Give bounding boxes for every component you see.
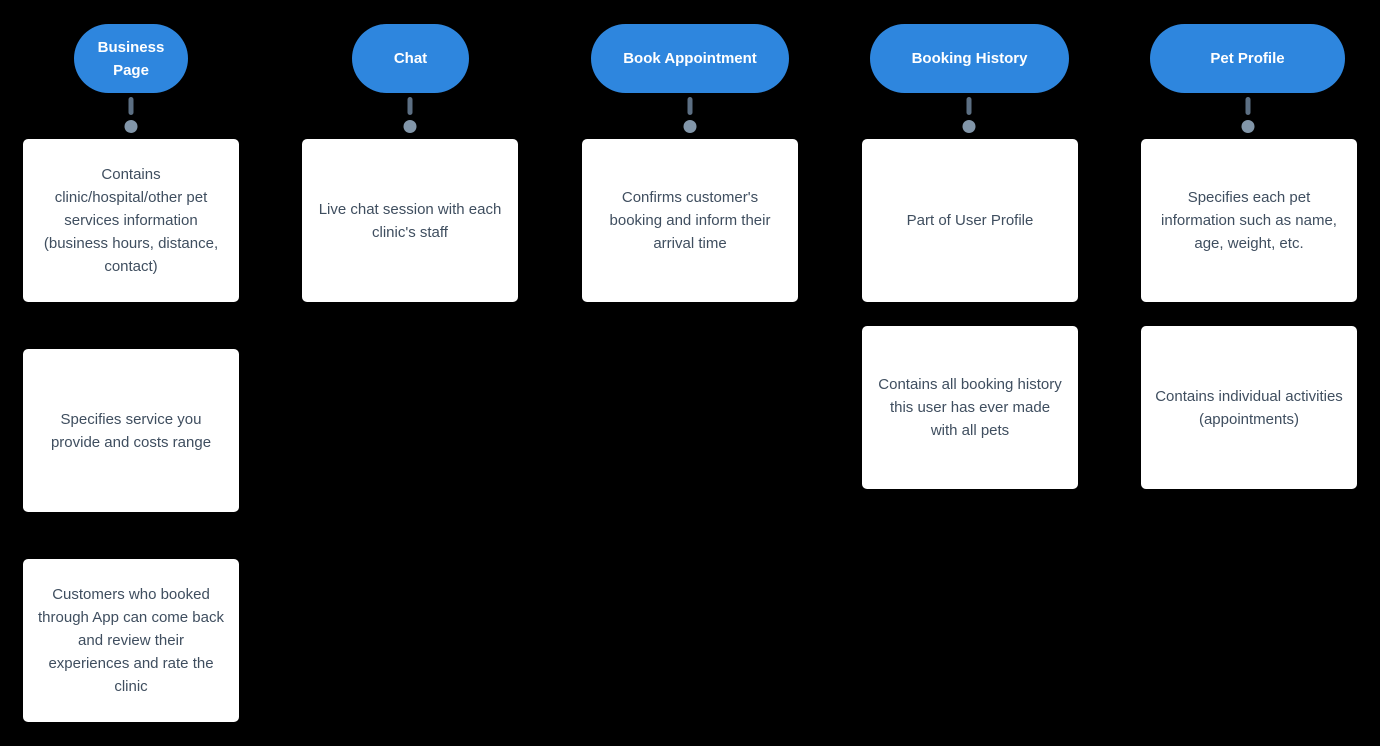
card-pet-profile-info[interactable]: Specifies each pet information such as n… — [1141, 139, 1357, 302]
connector-dot — [962, 120, 976, 133]
card-business-page-services[interactable]: Specifies service you provide and costs … — [23, 349, 239, 512]
node-booking-history[interactable]: Booking History — [870, 24, 1069, 93]
card-book-appointment-confirm[interactable]: Confirms customer's booking and inform t… — [582, 139, 798, 302]
connector-line — [407, 97, 413, 115]
connector-dot — [1241, 120, 1255, 133]
connector-line — [128, 97, 134, 115]
card-business-page-reviews[interactable]: Customers who booked through App can com… — [23, 559, 239, 722]
card-booking-history-profile[interactable]: Part of User Profile — [862, 139, 1078, 302]
connector-line — [1245, 97, 1251, 115]
node-business-page[interactable]: Business Page — [74, 24, 188, 93]
card-pet-profile-activities[interactable]: Contains individual activities (appointm… — [1141, 326, 1357, 489]
node-pet-profile[interactable]: Pet Profile — [1150, 24, 1345, 93]
connector-line — [966, 97, 972, 115]
connector-dot — [403, 120, 417, 133]
card-booking-history-all[interactable]: Contains all booking history this user h… — [862, 326, 1078, 489]
card-business-page-info[interactable]: Contains clinic/hospital/other pet servi… — [23, 139, 239, 302]
card-chat-session[interactable]: Live chat session with each clinic's sta… — [302, 139, 518, 302]
connector-line — [687, 97, 693, 115]
connector-dot — [683, 120, 697, 133]
connector-dot — [124, 120, 138, 133]
node-chat[interactable]: Chat — [352, 24, 469, 93]
node-book-appointment[interactable]: Book Appointment — [591, 24, 789, 93]
